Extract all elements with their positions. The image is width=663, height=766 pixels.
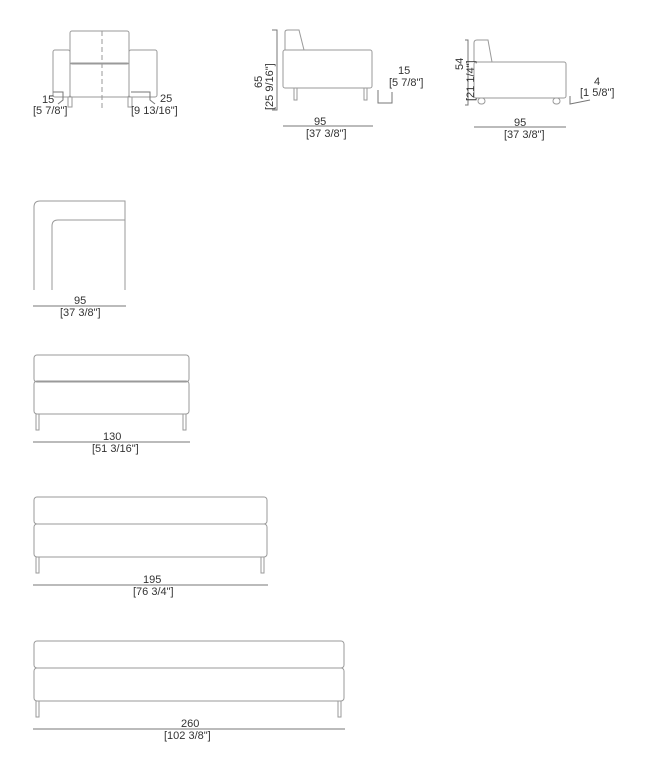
sofa-195-front-view: 195 [76 3/4"] [33,496,268,598]
dim-width-in: [102 3/8"] [164,730,211,742]
top-view: 95 [37 3/8"] [33,200,126,319]
dim-depth-in: [37 3/8"] [504,129,545,141]
armchair-front-view: 15 [5 7/8"] 25 [9 13/16"] [33,30,178,117]
dim-depth-in: [37 3/8"] [306,128,347,140]
dim-leg-height: 15 [398,65,410,77]
dim-width: 95 [74,295,86,307]
dim-height: 54 [454,58,466,70]
dim-height-in: [25 9/16"] [264,63,276,110]
sofa-130-front-view: 130 [51 3/16"] [33,354,190,455]
dim-width: 195 [143,574,161,586]
dim-arm-width-in: [9 13/16"] [131,105,178,117]
dim-leg-offset: 15 [42,94,54,106]
dim-depth: 95 [514,117,526,129]
dim-width-in: [37 3/8"] [60,307,101,319]
dim-leg-height-in: [5 7/8"] [389,77,423,89]
dim-leg-offset-in: [5 7/8"] [33,105,67,117]
sofa-260-front-view: 260 [102 3/8"] [33,640,345,742]
dim-height: 65 [253,76,265,88]
armchair-side-low-view: 54 [21 1/4"] 4 [1 5/8"] 95 [37 3/8"] [454,39,614,141]
dim-height-in: [21 1/4"] [465,60,477,101]
dim-width-in: [76 3/4"] [133,586,174,598]
dim-foot-height: 4 [594,76,600,88]
dim-depth: 95 [314,116,326,128]
dim-width: 130 [103,431,121,443]
armchair-side-view: 65 [25 9/16"] 15 [5 7/8"] 95 [37 3/8"] [253,29,423,140]
dim-width: 260 [181,718,199,730]
dim-arm-width: 25 [160,93,172,105]
dim-foot-height-in: [1 5/8"] [580,87,614,99]
dim-width-in: [51 3/16"] [92,443,139,455]
